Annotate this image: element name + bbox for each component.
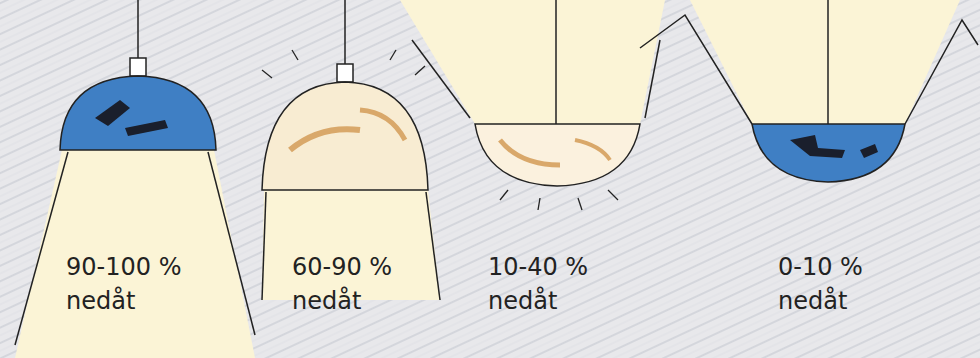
percentage-label: 10-40 % nedåt	[488, 250, 628, 318]
percentage-label: 60-90 % nedåt	[292, 250, 432, 318]
percentage-label: 0-10 % nedåt	[778, 250, 918, 318]
percentage-label: 90-100 % nedåt	[66, 250, 206, 318]
